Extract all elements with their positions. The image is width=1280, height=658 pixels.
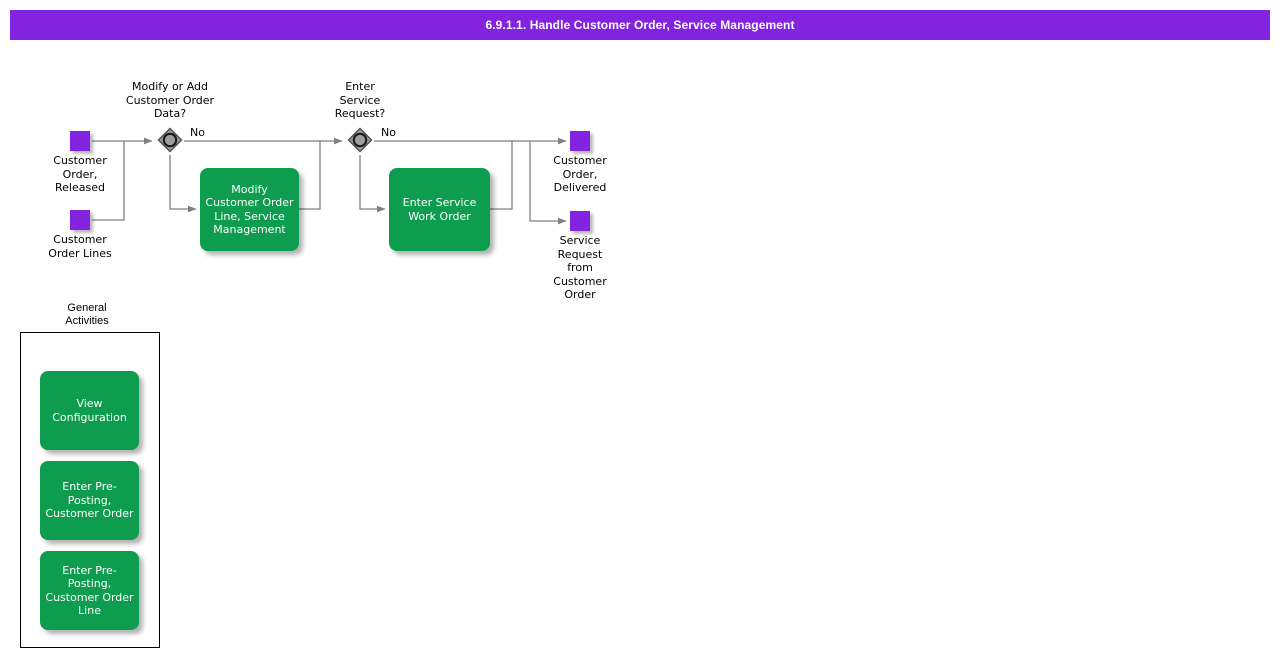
gateway-modify-or-add-customer-order-data[interactable] [156,126,184,154]
gateway-label-enter-service-request: Enter Service Request? [334,80,386,120]
task-enter-pre-posting-customer-order-line[interactable]: Enter Pre- Posting, Customer Order Line [40,551,139,630]
data-object-label-customer-order-lines: Customer Order Lines [48,233,112,260]
data-object-customer-order-lines[interactable] [70,210,90,230]
flow-label-no-1: No [190,126,205,139]
gateway-label-modify-or-add-customer-order-data: Modify or Add Customer Order Data? [125,80,215,120]
task-view-configuration[interactable]: View Configuration [40,371,139,450]
window-title-bar: 6.9.1.1. Handle Customer Order, Service … [10,10,1270,40]
flow-gateway1-to-modify-task [169,155,197,213]
flow-label-no-2: No [381,126,396,139]
page-title: 6.9.1.1. Handle Customer Order, Service … [485,18,795,32]
data-object-customer-order-released[interactable] [70,131,90,151]
task-enter-pre-posting-customer-order[interactable]: Enter Pre- Posting, Customer Order [40,461,139,540]
flow-service-task-merge-up [490,141,513,210]
task-modify-customer-order-line[interactable]: Modify Customer Order Line, Service Mana… [200,168,299,251]
data-object-label-service-request-from-customer-order: Service Request from Customer Order [553,234,607,301]
group-label-general-activities: General Activities [65,302,109,327]
data-object-service-request-from-customer-order[interactable] [570,211,590,231]
gateway-enter-service-request[interactable] [346,126,374,154]
data-object-customer-order-delivered[interactable] [570,131,590,151]
task-enter-service-work-order[interactable]: Enter Service Work Order [389,168,490,251]
data-object-label-customer-order-delivered: Customer Order, Delivered [553,154,607,194]
flow-gateway2-to-service-task [359,155,386,213]
group-general-activities [20,332,160,648]
data-object-label-customer-order-released: Customer Order, Released [53,154,107,194]
flow-modify-task-to-gateway2 [299,141,321,210]
